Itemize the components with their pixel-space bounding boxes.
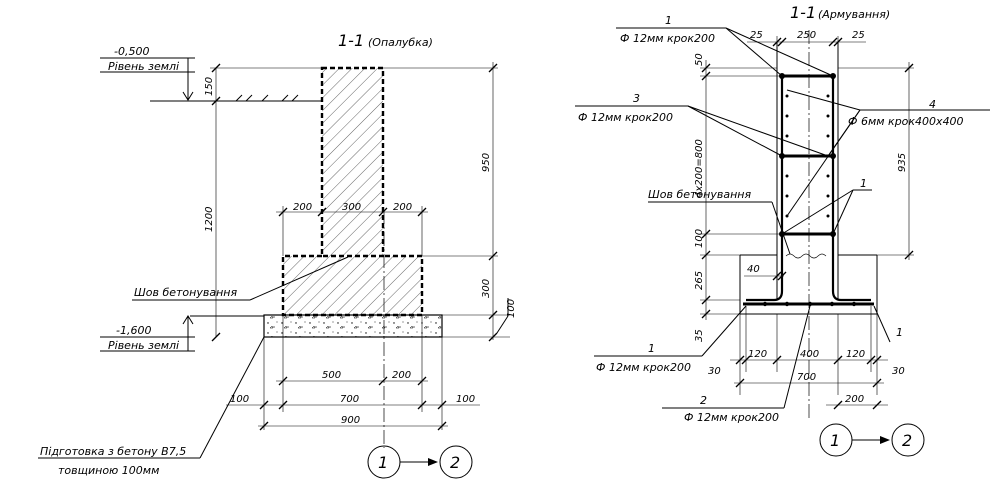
dim-1200: 1200 (204, 207, 215, 232)
dim-120b: 120 (846, 349, 865, 360)
reinforced-outline (739, 42, 878, 315)
ground-bottom-level: -1,600 (116, 324, 151, 337)
dim-400: 400 (800, 349, 819, 360)
ground-top-label: Рівень землі (108, 60, 179, 73)
right-joint-label: Шов бетонування (648, 188, 751, 201)
axis-marker-2-r (891, 423, 925, 457)
column-outline (320, 66, 385, 258)
left-title: 1-1 (338, 31, 364, 50)
dim-30b: 30 (892, 366, 905, 377)
dim-50: 50 (694, 53, 705, 66)
dim-200a: 200 (293, 202, 312, 213)
dim-935: 935 (897, 153, 908, 172)
dim-700: 700 (340, 394, 359, 405)
callout-2-text: Ф 12мм крок200 (684, 411, 779, 424)
callout-3-num: 3 (633, 92, 640, 105)
dim-25b: 25 (852, 30, 865, 41)
dim-300h: 300 (342, 202, 361, 213)
dim-250: 250 (797, 30, 816, 41)
ground-level-bottom (100, 315, 264, 352)
concrete-preparation (263, 314, 443, 338)
axis-arrow-r (880, 436, 890, 444)
dim-200b: 200 (393, 202, 412, 213)
axis-label-to-r: 2 (902, 431, 912, 450)
callout-1c-num: 1 (896, 326, 903, 339)
dim-4x200: 4х200=800 (694, 139, 705, 198)
callout-1-num: 1 (665, 14, 672, 27)
callout-2-num: 2 (700, 394, 707, 407)
axis-label-from-r: 1 (830, 431, 840, 450)
dim-35: 35 (694, 329, 705, 342)
prep-label-line2: товщиною 100мм (58, 464, 159, 477)
dim-265: 265 (694, 271, 705, 290)
callout-1b-num: 1 (860, 177, 867, 190)
callout-1-text: Ф 12мм крок200 (620, 32, 715, 45)
callout-1d-num: 1 (648, 342, 655, 355)
dim-25a: 25 (750, 30, 763, 41)
left-subtitle: (Опалубка) (368, 36, 433, 49)
axis-marker-2 (439, 445, 473, 479)
ground-top-level: -0,500 (114, 45, 149, 58)
joint-line (785, 253, 827, 259)
right-title: 1-1 (790, 3, 816, 22)
axis-arrow (428, 458, 438, 466)
dim-30a: 30 (708, 366, 721, 377)
callout-4-text: Ф 6мм крок400х400 (848, 115, 964, 128)
column-body (322, 68, 383, 256)
dim-100v: 100 (506, 299, 517, 318)
axis-label-to: 2 (450, 453, 460, 472)
callout-4-num: 4 (929, 98, 936, 111)
dim-150: 150 (204, 77, 215, 96)
dim-950: 950 (481, 153, 492, 172)
dim-100r: 100 (456, 394, 475, 405)
left-joint-label: Шов бетонування (134, 286, 237, 299)
footing-outline (281, 254, 424, 317)
callout-1d-text: Ф 12мм крок200 (596, 361, 691, 374)
right-subtitle: (Армування) (818, 8, 890, 21)
dim-700-r: 700 (797, 372, 816, 383)
footing-body (283, 256, 422, 315)
dim-300v: 300 (481, 279, 492, 298)
prep-label-line1: Підготовка з бетону В7,5 (40, 445, 186, 458)
dim-900: 900 (341, 415, 360, 426)
dim-200-r: 200 (845, 394, 864, 405)
ground-bottom-label: Рівень землі (108, 339, 179, 352)
ground-level-top (100, 57, 322, 102)
dim-120a: 120 (748, 349, 767, 360)
dim-200c: 200 (392, 370, 411, 381)
dim-500: 500 (322, 370, 341, 381)
callout-3-text: Ф 12мм крок200 (578, 111, 673, 124)
dim-100: 100 (694, 229, 705, 248)
dim-100l: 100 (230, 394, 249, 405)
formwork-section: 1-1 (Опалубка) -0,500 Рівень землі (38, 31, 517, 479)
reinforcement-section: 1-1 (Армування) (575, 3, 990, 457)
axis-label-from: 1 (378, 453, 388, 472)
dim-40: 40 (747, 264, 760, 275)
rebar-left-vertical (746, 74, 784, 302)
rebar-right-vertical (831, 74, 871, 302)
